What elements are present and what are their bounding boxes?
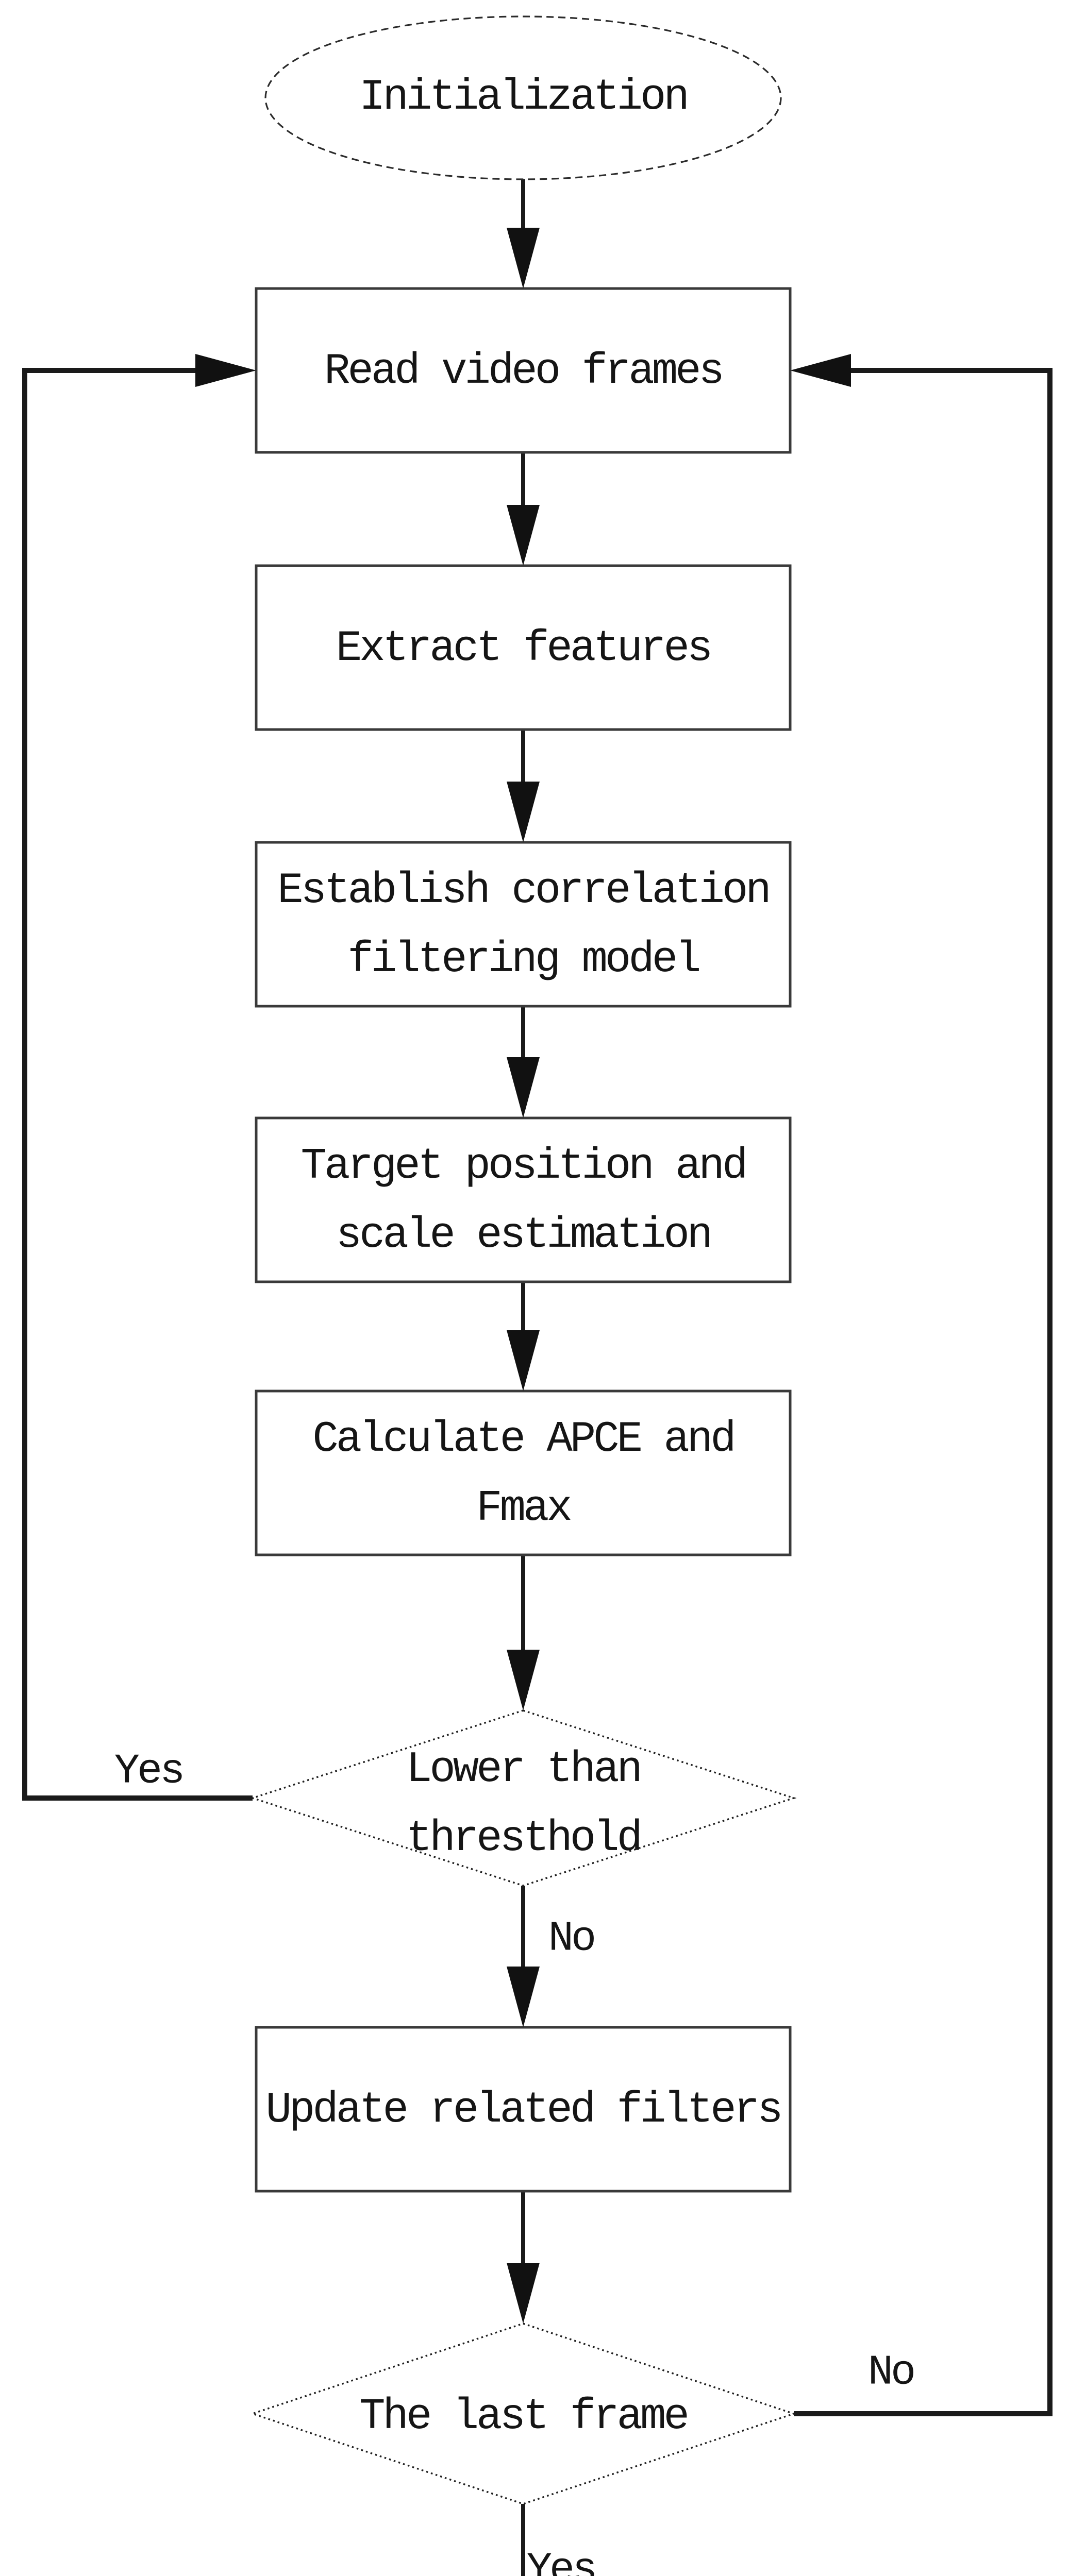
- node-label-calculate-apce-line2: Fmax: [476, 1484, 573, 1533]
- node-label-read-frames-line: Read video frames: [324, 347, 725, 396]
- extract-features-box: [255, 564, 792, 731]
- arrowhead-into-threshold: [507, 1650, 540, 1710]
- arrowhead-into-establish: [507, 782, 540, 842]
- node-label-extract-features-line: Extract features: [336, 624, 713, 673]
- edge-label-last-frame-no: No: [867, 2348, 916, 2397]
- node-label-start: Initialization: [359, 63, 690, 132]
- start-ellipse: [264, 15, 782, 180]
- node-label-establish-model-line2: filtering model: [347, 936, 701, 985]
- arrowhead-into-apce: [507, 1330, 540, 1391]
- arrowhead-into-extract: [507, 505, 540, 566]
- edge-lastframe-no-loop: [794, 368, 1053, 2416]
- arrowhead-into-target: [507, 1057, 540, 1118]
- node-label-target-estimation-line1: Target position and: [300, 1142, 748, 1191]
- edge-label-threshold-yes: Yes: [114, 1747, 186, 1795]
- node-label-last-frame-line: The last frame: [359, 2393, 690, 2442]
- node-label-last-frame: The last frame: [359, 2383, 690, 2452]
- node-label-calculate-apce-line1: Calculate APCE and: [312, 1415, 736, 1464]
- threshold-diamond: [249, 1709, 797, 1887]
- arrowhead-left-loop-into-read: [195, 354, 256, 387]
- arrowhead-into-lastframe: [507, 2263, 540, 2324]
- node-label-target-estimation-line2: scale estimation: [336, 1211, 713, 1260]
- node-label-threshold: Lower than thresthold: [406, 1736, 643, 1874]
- node-label-target-estimation: Target position and scale estimation: [300, 1132, 748, 1270]
- establish-model-box: [255, 841, 792, 1008]
- node-label-establish-model: Establish correlation filtering model: [277, 857, 772, 995]
- node-label-establish-model-line1: Establish correlation: [277, 867, 772, 916]
- arrowhead-into-read: [507, 228, 540, 289]
- target-estimation-box: [255, 1116, 792, 1283]
- arrowhead-right-loop-into-read: [790, 354, 851, 387]
- edge-label-last-frame-yes: Yes: [526, 2546, 598, 2576]
- last-frame-diamond: [249, 2323, 797, 2505]
- node-label-start-line: Initialization: [359, 73, 690, 122]
- node-label-threshold-line1: Lower than: [406, 1745, 643, 1794]
- node-label-update-filters-line: Update related filters: [265, 2086, 783, 2135]
- arrowhead-into-update: [507, 1967, 540, 2027]
- edge-label-threshold-no: No: [548, 1914, 596, 1963]
- node-label-calculate-apce: Calculate APCE and Fmax: [312, 1405, 736, 1544]
- edge-threshold-yes-loop: [22, 368, 253, 1801]
- update-filters-box: [255, 2026, 792, 2193]
- node-label-update-filters: Update related filters: [265, 2076, 783, 2145]
- node-label-extract-features: Extract features: [336, 615, 713, 684]
- calculate-apce-box: [255, 1389, 792, 1556]
- node-label-read-frames: Read video frames: [324, 337, 725, 406]
- node-label-threshold-line2: thresthold: [406, 1815, 643, 1863]
